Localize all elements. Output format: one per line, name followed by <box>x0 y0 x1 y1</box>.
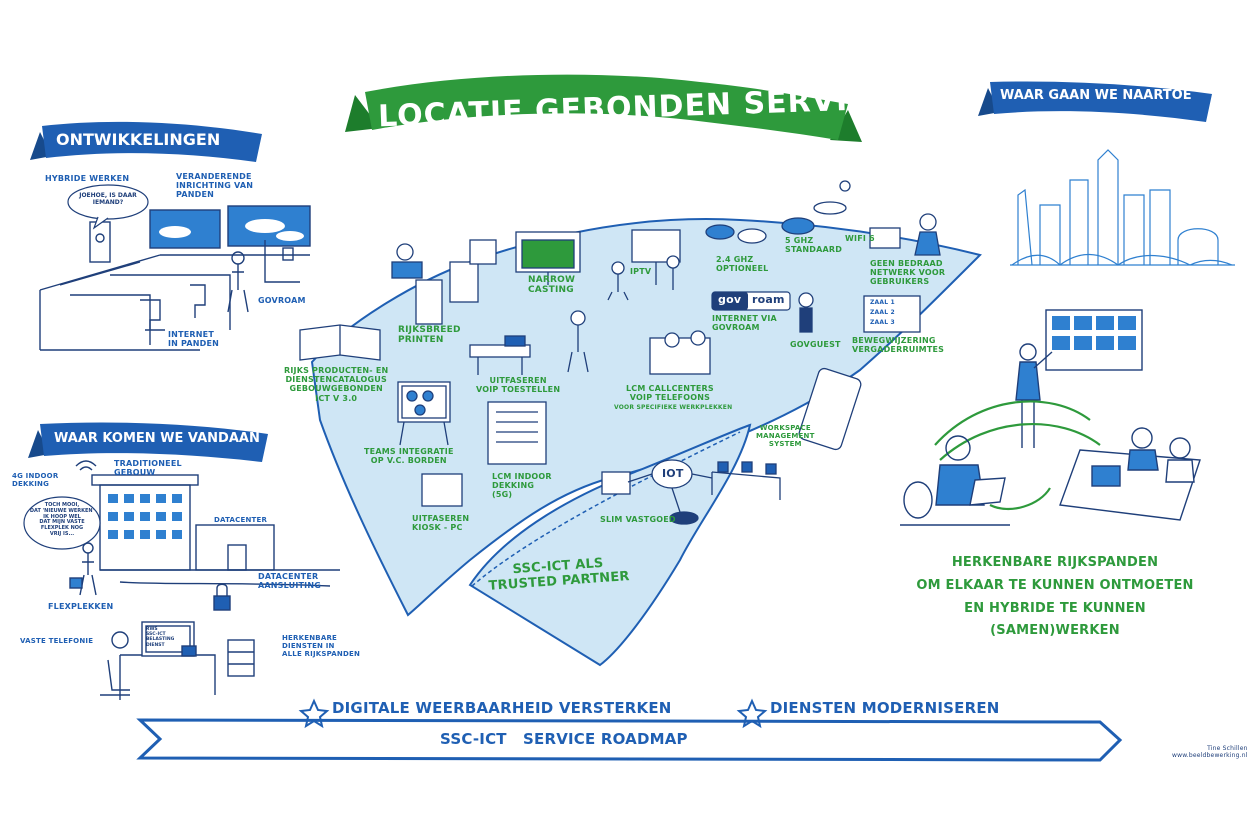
title-banner <box>345 74 862 142</box>
artist-signature: Tine Schillen www.beeldbewerking.nl <box>1172 745 1248 759</box>
traditional-building-sketch <box>69 460 340 611</box>
label-iot: IOT <box>662 467 684 480</box>
speech-bubble-building <box>23 496 101 550</box>
label-veranderende-inrichting: VERANDERENDE INRICHTING VAN PANDEN <box>176 172 254 200</box>
label-24ghz: 2.4 GHZ OPTIONEEL <box>716 255 769 274</box>
label-datacenter-aansluiting: DATACENTER AANSLUITING <box>258 572 322 591</box>
label-lcm-callcenters: LCM CALLCENTERS VOIP TELEFOONS <box>626 384 714 403</box>
strategy-diensten-moderniseren: DIENSTEN MODERNISEREN <box>770 699 1000 717</box>
label-lcm-indoor: LCM INDOOR DEKKING (5G) <box>492 472 552 500</box>
label-traditioneel-gebouw: TRADITIONEEL GEBOUW <box>114 459 182 478</box>
strategy-digitale-weerbaarheid: DIGITALE WEERBAARHEID VERSTERKEN <box>332 699 672 717</box>
hybrid-meeting-scene <box>900 309 1201 526</box>
zaal-3: ZAAL 3 <box>870 319 895 326</box>
screen-organisations: RWS SSC-ICT BELASTING DIENST <box>146 627 175 648</box>
label-govroam-left: GOVROAM <box>258 296 306 305</box>
label-teams-integratie: TEAMS INTEGRATIE OP V.C. BORDEN <box>364 447 454 466</box>
label-hybride-werken: HYBRIDE WERKEN <box>45 174 130 183</box>
label-wifi6: WIFI 6 <box>845 234 875 243</box>
right-statement: HERKENBARE RIJKSPANDEN OM ELKAAR TE KUNN… <box>916 555 1194 639</box>
zaal-2: ZAAL 2 <box>870 309 895 316</box>
label-govguest: GOVGUEST <box>790 340 841 349</box>
zaal-1: ZAAL 1 <box>870 299 895 306</box>
roadmap-arrow <box>136 718 1123 762</box>
city-skyline <box>1010 149 1235 266</box>
label-4g-indoor: 4G INDOOR DEKKING <box>12 472 59 489</box>
label-internet-via-govroam: INTERNET VIA GOVROAM <box>712 314 777 333</box>
star-icons <box>298 698 768 729</box>
label-rijksbreed-printen: RIJKSBREED PRINTEN <box>398 325 461 346</box>
label-iptv: IPTV <box>630 267 652 276</box>
naartoe-banner: WAAR GAAN WE NAARTOE <box>1000 88 1192 103</box>
label-narrow-casting: NARROW CASTING <box>528 275 576 296</box>
vandaan-banner: WAAR KOMEN WE VANDAAN <box>54 431 260 446</box>
vandaan-banner-shape <box>28 422 268 462</box>
speech-nieuwe-werken: TOCH MOOI, DAT 'NIEUWE WERKEN' IK HOOP W… <box>29 502 95 537</box>
govroam-logo-roam: roam <box>752 293 785 306</box>
govroam-logo <box>711 291 791 311</box>
label-datacenter: DATACENTER <box>214 516 268 524</box>
label-5ghz: 5 GHZ STANDAARD <box>785 236 843 255</box>
center-icons <box>299 180 941 525</box>
ontwikkelingen-banner: ONTWIKKELINGEN <box>56 130 221 149</box>
label-bewegwijzering: BEWEGWIJZERING VERGADERRUIMTES <box>852 336 945 355</box>
label-vaste-telefonie: VASTE TELEFONIE <box>20 637 94 645</box>
speech-joehoe: JOEHOE, IS DAAR IEMAND? <box>79 192 137 206</box>
vaste-telefonie-desk <box>100 621 255 700</box>
label-producten-catalogus: RIJKS PRODUCTEN- EN DIENSTENCATALOGUS GE… <box>284 366 389 403</box>
roadmap-label: SSC-ICT SERVICE ROADMAP <box>440 730 688 748</box>
label-herkenbare-diensten: HERKENBARE DIENSTEN IN ALLE RIJKSPANDEN <box>282 634 361 659</box>
label-slim-vastgoed: SLIM VASTGOED <box>600 515 676 524</box>
label-uitfaseren-kiosk: UITFASEREN KIOSK - PC <box>412 514 470 533</box>
label-lcm-sub: VOOR SPECIFIEKE WERKPLEKKEN <box>614 404 733 411</box>
naartoe-banner-shape <box>978 81 1212 122</box>
govroam-logo-gov: gov <box>718 293 742 306</box>
label-internet-in-panden: INTERNET IN PANDEN <box>168 330 220 349</box>
label-uitfaseren-voip: UITFASEREN VOIP TOESTELLEN <box>476 376 561 395</box>
label-workspace: WORKSPACE MANAGEMENT SYSTEM <box>756 424 815 449</box>
speech-bubble-left <box>67 184 149 230</box>
office-sketch <box>39 205 311 351</box>
ontwikkelingen-banner-shape <box>30 121 262 162</box>
label-flexplekken: FLEXPLEKKEN <box>48 602 114 611</box>
label-geen-bedraad: GEEN BEDRAAD NETWERK VOOR GEBRUIKERS <box>870 259 946 287</box>
